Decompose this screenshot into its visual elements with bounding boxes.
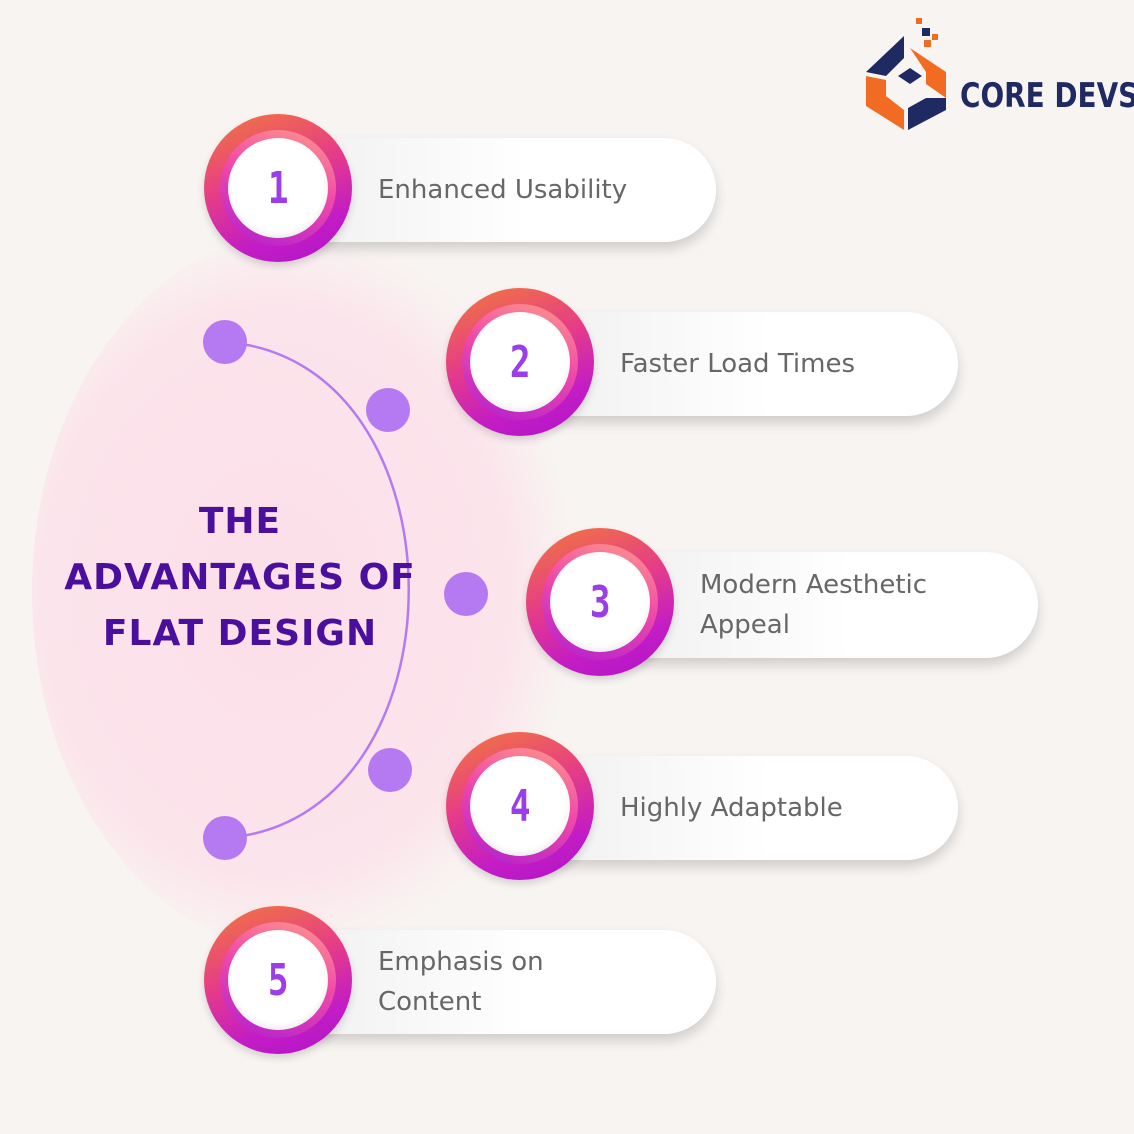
item-number: 4	[509, 780, 531, 832]
item-label: Emphasis on	[378, 947, 544, 977]
number-badge: 3	[526, 528, 674, 676]
item-label: Highly Adaptable	[620, 793, 843, 823]
item-number: 1	[267, 162, 289, 214]
item-text: Modern Aesthetic Appeal	[700, 565, 927, 645]
item-label: Appeal	[700, 610, 790, 640]
item-label: Enhanced Usability	[378, 175, 628, 205]
brand-logo: CORE DEVS	[862, 14, 1134, 134]
item-number: 3	[589, 576, 611, 628]
item-text: Emphasis on Content	[378, 942, 544, 1022]
arc-path	[224, 340, 410, 840]
item-text: Faster Load Times	[620, 344, 855, 384]
logo-mark-icon	[866, 18, 946, 130]
number-badge: 2	[446, 288, 594, 436]
item-label: Modern Aesthetic	[700, 570, 928, 600]
item-text: Enhanced Usability	[378, 170, 627, 210]
number-badge: 4	[446, 732, 594, 880]
arc-dot	[444, 572, 488, 616]
item-number: 5	[267, 954, 289, 1006]
item-text: Highly Adaptable	[620, 788, 843, 828]
arc-dot	[366, 388, 410, 432]
title-line: THE	[198, 501, 282, 542]
arc-dot	[368, 748, 412, 792]
page-title: THE ADVANTAGES OF FLAT DESIGN	[20, 494, 460, 662]
number-badge: 1	[204, 114, 352, 262]
number-badge: 5	[204, 906, 352, 1054]
brand-name: CORE DEVS	[960, 76, 1134, 116]
arc-dot	[203, 320, 247, 364]
title-line: ADVANTAGES OF	[64, 557, 416, 598]
item-label: Content	[378, 987, 482, 1017]
item-label: Faster Load Times	[620, 349, 856, 379]
title-line: FLAT DESIGN	[102, 613, 378, 654]
item-number: 2	[509, 336, 531, 388]
arc-dot	[203, 816, 247, 860]
